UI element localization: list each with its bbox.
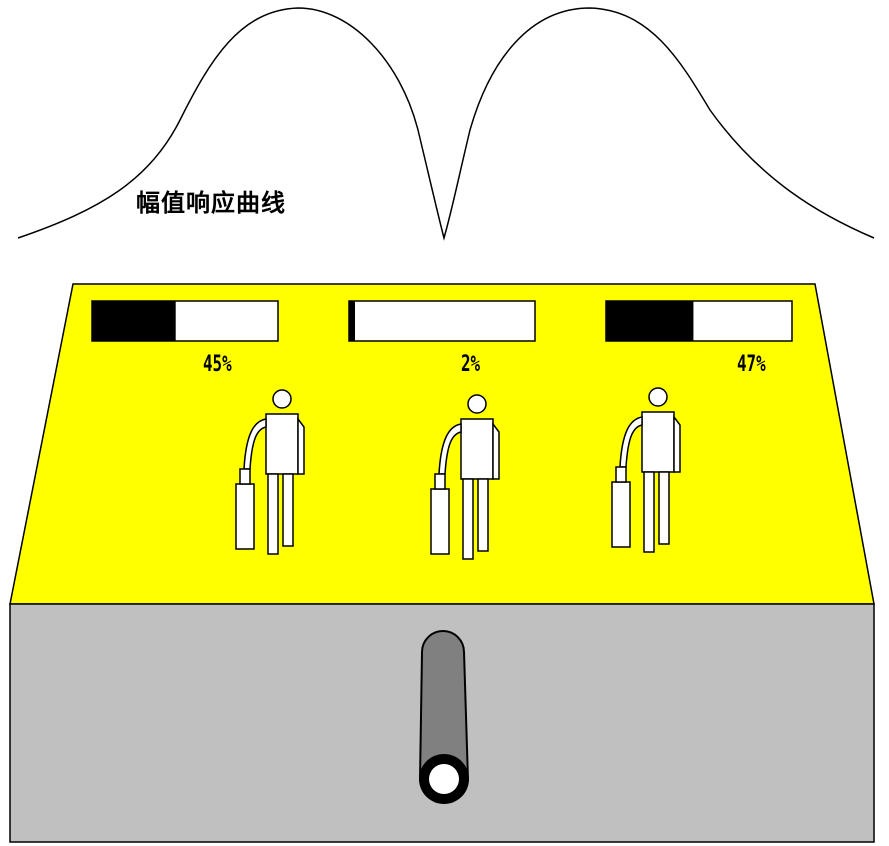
curve-label: 幅值响应曲线 — [136, 189, 286, 217]
gauge-2-track — [348, 300, 536, 342]
gauge-3-value: 47% — [737, 352, 766, 377]
gauge-3 — [605, 300, 793, 342]
gauge-2-value: 2% — [461, 352, 481, 377]
gauge-3-fill — [606, 301, 694, 341]
gauge-1-fill — [92, 301, 176, 341]
gauge-2-fill — [349, 301, 355, 341]
gauge-1 — [91, 300, 279, 342]
amplitude-response-curve — [17, 7, 875, 241]
gauge-2 — [348, 300, 536, 342]
vertical-pipe-icon — [418, 630, 470, 804]
gauge-1-value: 45% — [203, 352, 232, 377]
